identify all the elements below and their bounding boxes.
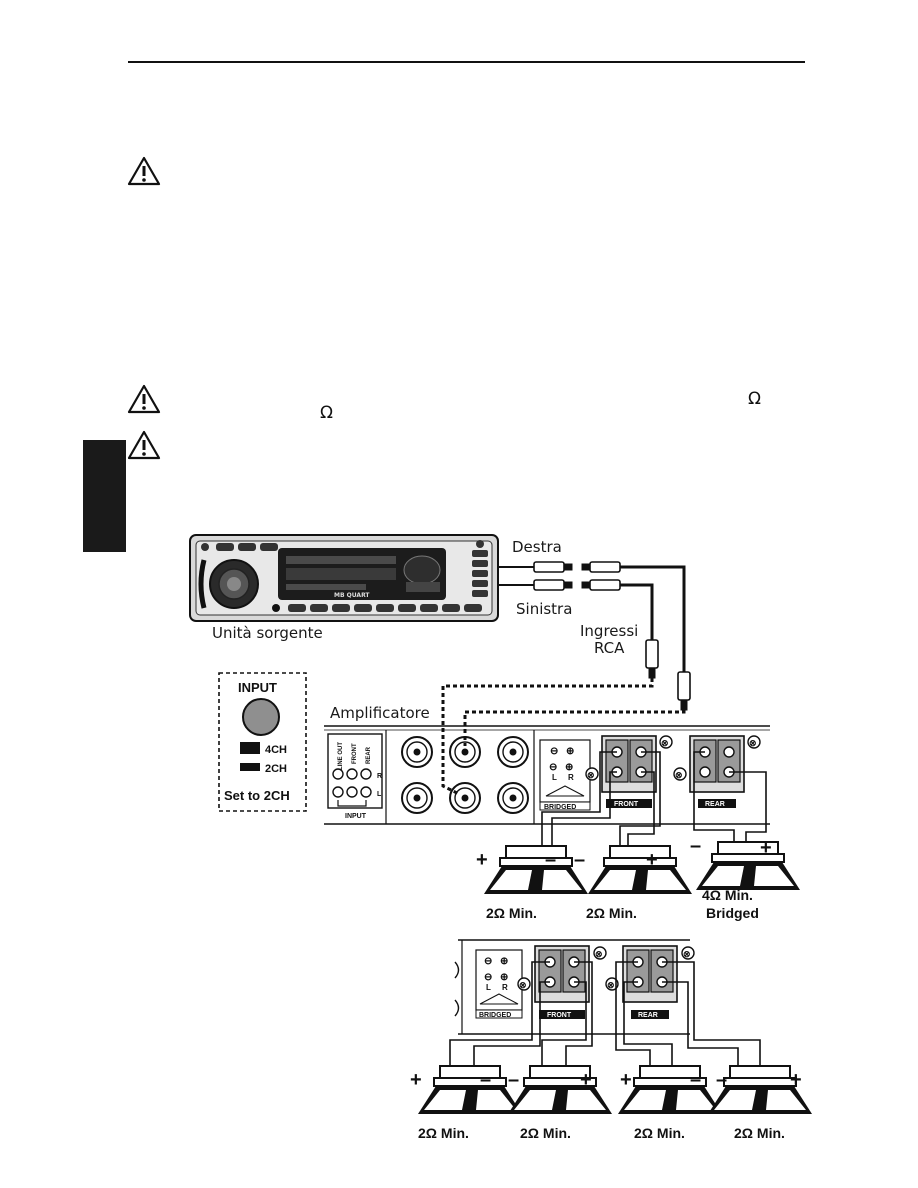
speaker: [484, 845, 588, 894]
switch-2ch-label: 2CH: [265, 763, 287, 775]
rca-inputs-label: Ingressi: [580, 622, 638, 640]
svg-text:⊗: ⊗: [675, 770, 683, 780]
speaker-load: 2Ω Min.: [734, 1125, 785, 1141]
sign-minus: –: [480, 1069, 491, 1091]
signal-path-dotted: [441, 678, 686, 796]
speaker: [708, 1065, 812, 1114]
input-switch-box: [218, 672, 307, 812]
svg-text:⊕: ⊕: [500, 956, 508, 967]
bridge-l: L: [552, 773, 557, 782]
bridged-label: BRIDGED: [479, 1012, 511, 1019]
speaker-wires-a: [528, 751, 767, 847]
panel-line-out: LINE OUT: [338, 742, 344, 770]
svg-text:⊕: ⊕: [566, 746, 574, 757]
rca-inputs-label-2: RCA: [594, 639, 625, 657]
speaker-load: 2Ω Min.: [586, 905, 637, 921]
front-label: FRONT: [614, 801, 639, 808]
rear-label: REAR: [705, 801, 725, 808]
sign-minus: –: [690, 1069, 701, 1091]
svg-text:⊗: ⊗: [661, 738, 669, 748]
switch-instruction: Set to 2CH: [224, 788, 290, 803]
bridged-label: BRIDGED: [544, 804, 576, 811]
rca-right-label: Destra: [512, 538, 562, 556]
bridge-l: L: [486, 983, 491, 992]
speaker-load: 4Ω Min.: [702, 887, 753, 903]
speaker-load: 2Ω Min.: [634, 1125, 685, 1141]
sign-plus: +: [620, 1069, 632, 1091]
svg-text:⊖: ⊖: [484, 972, 492, 983]
speaker-note: Bridged: [706, 905, 759, 921]
speaker-load: 2Ω Min.: [486, 905, 537, 921]
sign-minus: –: [690, 835, 701, 857]
sign-minus: –: [574, 849, 585, 871]
svg-text:⊗: ⊗: [749, 738, 757, 748]
sign-plus: +: [410, 1069, 422, 1091]
bridge-r: R: [568, 773, 574, 782]
switch-4ch-label: 4CH: [265, 744, 287, 756]
speaker: [696, 841, 800, 890]
amplifier-label: Amplificatore: [330, 704, 430, 722]
head-unit-label: Unità sorgente: [212, 624, 323, 642]
rca-cables: [498, 561, 691, 711]
sign-plus: +: [580, 1069, 592, 1091]
sign-plus: +: [476, 849, 488, 871]
amplifier-panel: LINE OUT FRONT REAR R L INPUT ⊖ ⊕ ⊖ ⊕ L R: [324, 725, 770, 825]
brand-logo: MB QUART: [334, 592, 370, 599]
sign-plus: +: [646, 849, 658, 871]
svg-text:⊖: ⊖: [484, 956, 492, 967]
svg-text:⊗: ⊗: [683, 949, 691, 959]
speaker: [588, 845, 692, 894]
sign-minus: –: [508, 1069, 519, 1091]
svg-text:⊗: ⊗: [595, 949, 603, 959]
svg-text:⊕: ⊕: [565, 762, 573, 773]
rca-left-label: Sinistra: [516, 600, 572, 618]
rear-label: REAR: [638, 1012, 658, 1019]
panel-l: L: [377, 791, 382, 798]
panel-rear: REAR: [366, 746, 372, 764]
input-switch-title: INPUT: [238, 680, 277, 695]
speaker: [508, 1065, 612, 1114]
switch-2ch-icon: [240, 763, 260, 771]
svg-text:⊗: ⊗: [519, 980, 527, 990]
sign-plus: +: [760, 837, 772, 859]
amplifier-panel-b: ⊖ ⊕ ⊖ ⊕ L R BRIDGED FRONT ⊗ ⊗ REAR ⊗ ⊗: [454, 939, 695, 1035]
svg-text:⊕: ⊕: [500, 972, 508, 983]
speaker-wires-b: [449, 961, 761, 1066]
bridge-r: R: [502, 983, 508, 992]
ohm-symbol: Ω: [320, 403, 333, 423]
front-label: FRONT: [547, 1012, 572, 1019]
warning-icon: [127, 384, 161, 414]
head-unit: MB QUART: [189, 534, 499, 622]
speaker: [418, 1065, 522, 1114]
ohm-symbol: Ω: [748, 389, 761, 409]
speaker-load: 2Ω Min.: [520, 1125, 571, 1141]
sign-minus: –: [716, 1069, 727, 1091]
switch-4ch-icon: [240, 742, 260, 754]
svg-text:⊗: ⊗: [607, 980, 615, 990]
svg-text:⊖: ⊖: [550, 746, 558, 757]
sign-minus: –: [545, 849, 556, 871]
sign-plus: +: [790, 1069, 802, 1091]
svg-text:⊖: ⊖: [549, 762, 557, 773]
side-language-tab: [83, 440, 126, 552]
input-switch-button[interactable]: [242, 698, 280, 736]
speaker-load: 2Ω Min.: [418, 1125, 469, 1141]
warning-icon: [127, 430, 161, 460]
warning-icon: [127, 156, 161, 186]
panel-input: INPUT: [345, 813, 367, 820]
panel-front: FRONT: [352, 743, 358, 764]
speaker: [618, 1065, 722, 1114]
svg-text:⊗: ⊗: [587, 770, 595, 780]
panel-r: R: [377, 773, 382, 780]
